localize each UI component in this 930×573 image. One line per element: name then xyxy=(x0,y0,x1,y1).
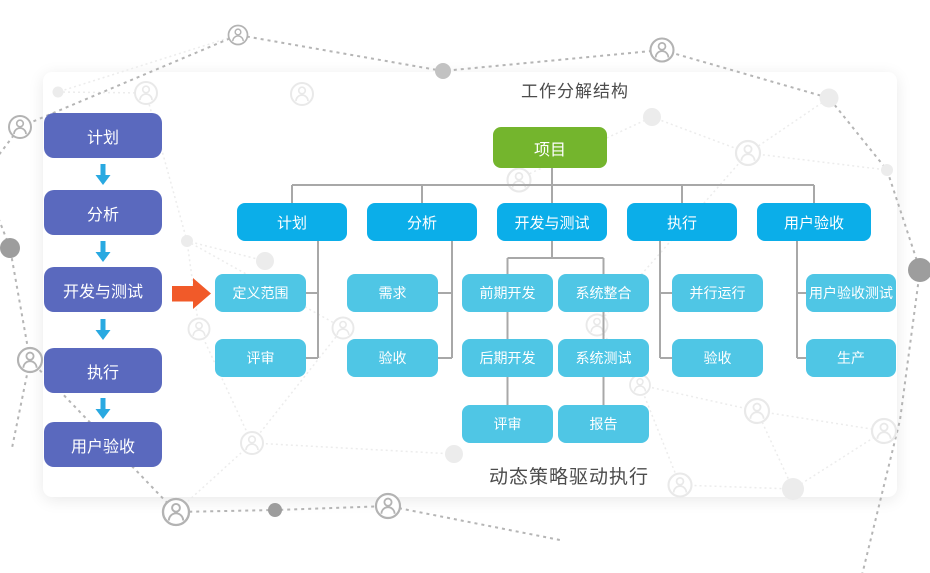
branch-node-dev-test: 开发与测试 xyxy=(497,203,607,241)
avatar-node-icon xyxy=(374,492,402,520)
network-dot xyxy=(908,258,930,282)
avatar-node-icon xyxy=(161,497,191,527)
leaf-node-acceptance-exec: 验收 xyxy=(672,339,763,377)
leaf-node-late-dev: 后期开发 xyxy=(462,339,553,377)
phase-box-analysis: 分析 xyxy=(44,190,162,235)
leaf-node-define-scope: 定义范围 xyxy=(215,274,306,312)
leaf-node-system-test: 系统测试 xyxy=(558,339,649,377)
leaf-node-requirements: 需求 xyxy=(347,274,438,312)
network-dot xyxy=(0,238,20,258)
avatar-node-icon xyxy=(227,24,249,46)
branch-node-plan: 计划 xyxy=(237,203,347,241)
diagram-title: 工作分解结构 xyxy=(521,82,629,102)
avatar-node-icon xyxy=(649,37,675,63)
phase-box-execute: 执行 xyxy=(44,348,162,393)
leaf-node-report: 报告 xyxy=(558,405,649,443)
leaf-node-early-dev: 前期开发 xyxy=(462,274,553,312)
phase-box-dev-test: 开发与测试 xyxy=(44,267,162,312)
tree-root-project: 项目 xyxy=(493,127,607,168)
avatar-node-icon xyxy=(16,346,44,374)
diagram-caption: 动态策略驱动执行 xyxy=(488,466,649,488)
branch-node-execute: 执行 xyxy=(627,203,737,241)
leaf-node-review-dev: 评审 xyxy=(462,405,553,443)
leaf-node-system-integration: 系统整合 xyxy=(558,274,649,312)
phase-box-plan: 计划 xyxy=(44,113,162,158)
phase-box-uat: 用户验收 xyxy=(44,422,162,467)
leaf-node-parallel-run: 并行运行 xyxy=(672,274,763,312)
avatar-node-icon xyxy=(8,115,32,139)
branch-node-uat: 用户验收 xyxy=(757,203,871,241)
leaf-node-uat-test: 用户验收测试 xyxy=(806,274,896,312)
network-dot xyxy=(268,503,282,517)
leaf-node-acceptance-analysis: 验收 xyxy=(347,339,438,377)
branch-node-analysis: 分析 xyxy=(367,203,477,241)
leaf-node-review-plan: 评审 xyxy=(215,339,306,377)
leaf-node-production: 生产 xyxy=(806,339,896,377)
